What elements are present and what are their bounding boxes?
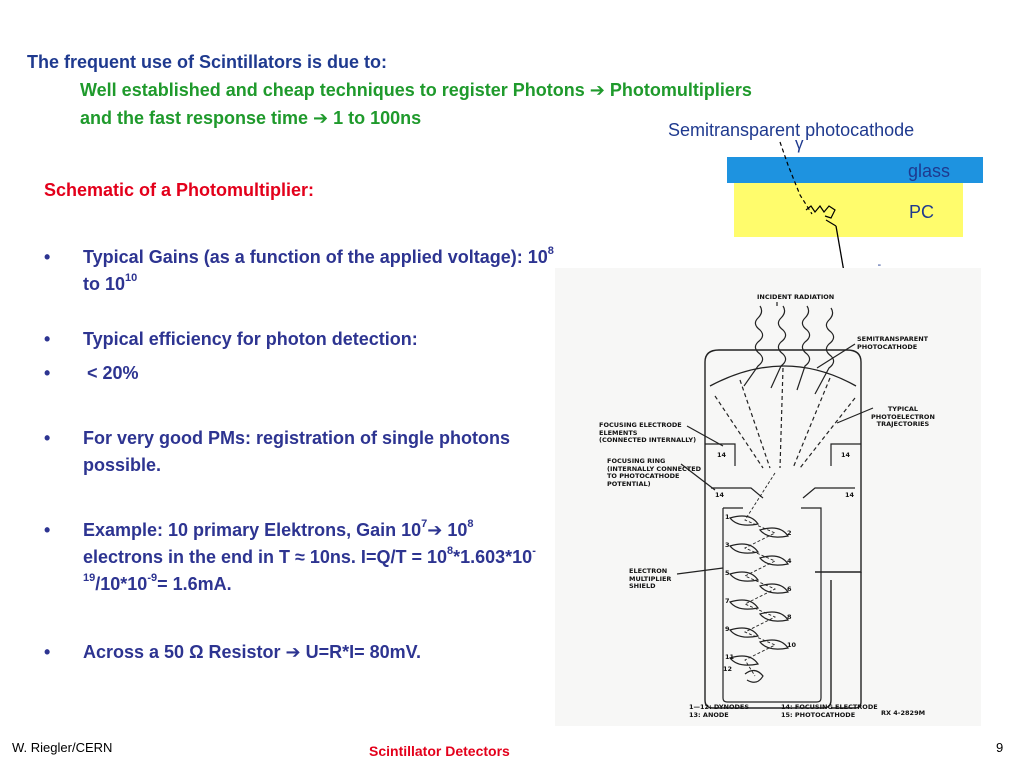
label-14: 14	[841, 451, 851, 459]
photocathode-title: Semitransparent photocathode	[668, 120, 915, 140]
footer-title: Scintillator Detectors	[369, 743, 510, 759]
gamma-symbol: γ	[795, 134, 804, 153]
bullet-dot: •	[44, 247, 51, 267]
dynode-number: 4	[787, 557, 792, 565]
bullet-single-photons-text: For very good PMs: registration of singl…	[83, 428, 511, 475]
glass-label: glass	[908, 161, 951, 181]
subtitle-line-2: and the fast response time ➔ 1 to 100ns	[80, 108, 422, 128]
pmt-drawing	[676, 302, 874, 709]
footer-author: W. Riegler/CERN	[12, 740, 113, 755]
dynode-number: 7	[725, 597, 730, 605]
bullet-efficiency-value-text: < 20%	[87, 363, 139, 383]
dynode-number: 12	[723, 665, 733, 673]
dynode-number: 2	[787, 529, 792, 537]
photocathode-layer	[734, 183, 963, 237]
dynode-number: 6	[787, 585, 792, 593]
photon-wiggle	[805, 204, 836, 219]
label-14: 14	[717, 451, 727, 459]
label-incident-radiation: INCIDENT RADIATION	[757, 293, 835, 301]
dynode-number: 9	[725, 625, 730, 633]
bullet-dot: •	[44, 642, 51, 662]
dynode-number: 11	[725, 653, 735, 661]
label-14: 14	[845, 491, 855, 499]
bullet-dot: •	[44, 520, 51, 540]
subtitle-line-1: Well established and cheap techniques to…	[80, 80, 752, 100]
schematic-heading: Schematic of a Photomultiplier:	[44, 180, 315, 200]
dynode-number: 8	[787, 613, 792, 621]
page-number: 9	[996, 740, 1004, 755]
bullet-dot: •	[44, 428, 51, 448]
dynode-number: 5	[725, 569, 730, 577]
label-reference: RX 4-2829M	[881, 709, 926, 717]
bullet-gains-text: Typical Gains (as a function of the appl…	[83, 245, 554, 295]
bullet-example-text: Example: 10 primary Elektrons, Gain 107➔…	[83, 518, 536, 595]
dynode-number: 10	[787, 641, 797, 649]
bullet-dot: •	[44, 329, 51, 349]
glass-layer	[727, 157, 983, 183]
bullet-dot: •	[44, 363, 51, 383]
dynode-number: 3	[725, 541, 730, 549]
photon-path	[779, 141, 813, 215]
pc-label: PC	[909, 202, 935, 222]
label-14: 14	[715, 491, 725, 499]
dynode-number: 1	[725, 513, 730, 521]
bullet-efficiency-text: Typical efficiency for photon detection:	[83, 329, 418, 349]
slide-title: The frequent use of Scintillators is due…	[27, 52, 388, 72]
bullet-resistor-text: Across a 50 Ω Resistor ➔ U=R*I= 80mV.	[83, 642, 422, 662]
